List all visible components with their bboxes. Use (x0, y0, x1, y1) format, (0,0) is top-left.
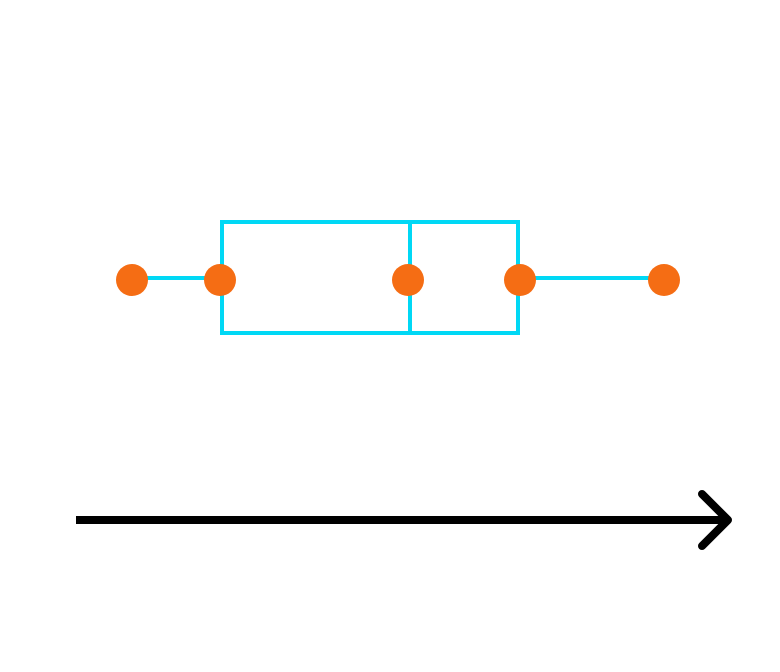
median-point (392, 264, 424, 296)
third-quartile-point (504, 264, 536, 296)
minimum-point (116, 264, 148, 296)
first-quartile-point (204, 264, 236, 296)
maximum-point (648, 264, 680, 296)
box-plot (116, 220, 680, 335)
number-line-axis (76, 490, 732, 550)
right-arrow-icon (698, 490, 732, 550)
